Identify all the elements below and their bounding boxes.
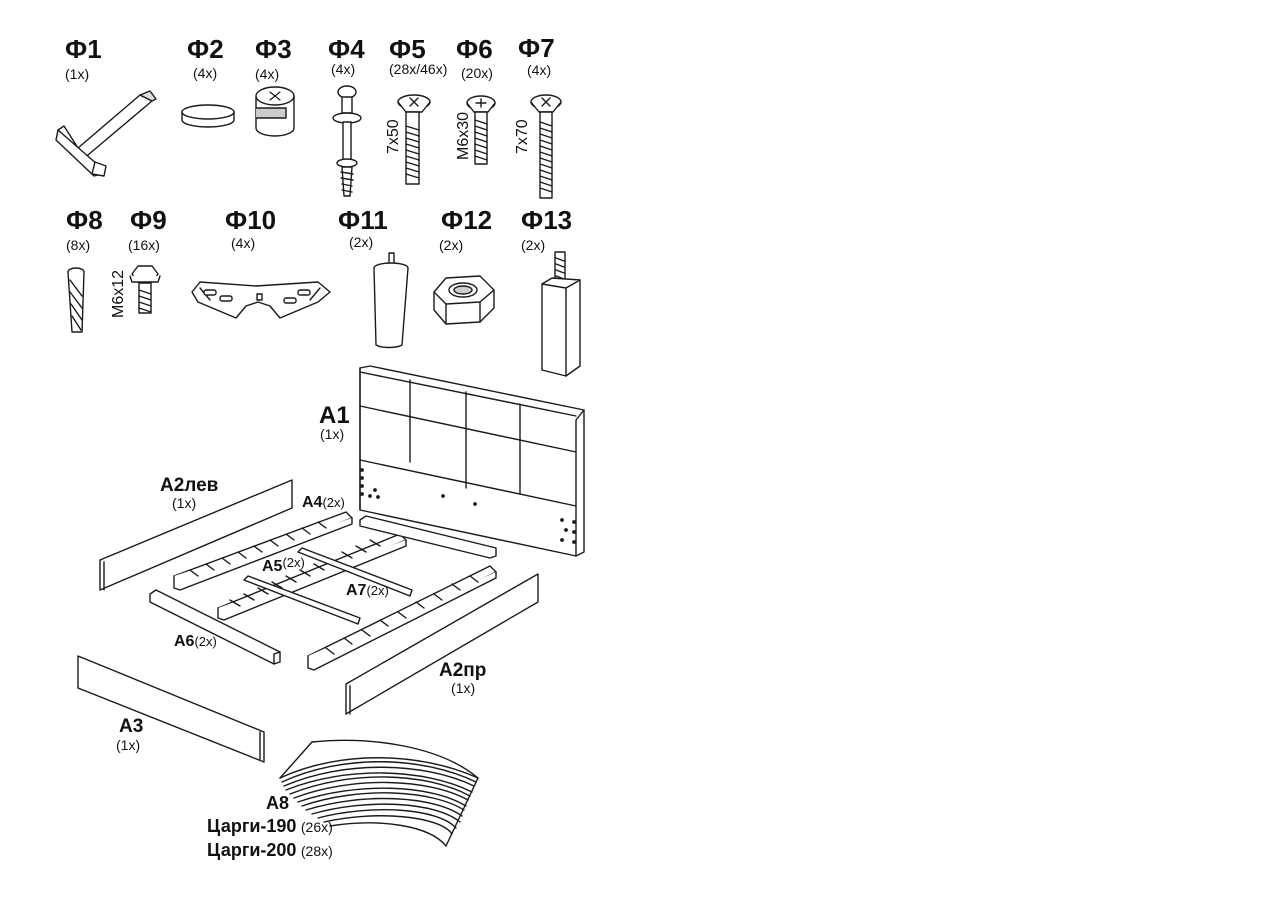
label-a7-qty: (2x) — [366, 583, 389, 598]
label-f5-code: Ф5 — [389, 34, 426, 64]
label-f5-qty: (28x/46x) — [389, 61, 448, 77]
label-f6-code: Ф6 — [456, 34, 493, 64]
label-f3-qty: (4x) — [255, 66, 280, 82]
label-f2-code: Ф2 — [187, 34, 224, 64]
nut-icon — [434, 276, 494, 324]
rail-a4-left — [174, 512, 352, 590]
label-a4-qty: (2x) — [322, 495, 345, 510]
label-a6-code: A6 — [174, 633, 195, 650]
label-a1-qty: (1x) — [320, 426, 345, 442]
rail-a4-right — [308, 566, 496, 670]
side-panel-a2pr — [346, 574, 538, 714]
label-f1-code: Ф1 — [65, 34, 102, 64]
label-a7-code: A7 — [346, 582, 367, 599]
label-f1-qty: (1x) — [65, 66, 90, 82]
label-f11-qty: (2x) — [349, 234, 374, 250]
label-f8-code: Ф8 — [66, 205, 103, 235]
label-f5-dim: 7x50 — [385, 119, 402, 154]
support-leg-icon — [542, 252, 580, 376]
label-f12-code: Ф12 — [441, 205, 493, 235]
label-f2-qty: (4x) — [193, 65, 218, 81]
label-f7-code: Ф7 — [518, 33, 555, 63]
label-a2lev-code: A2лев — [160, 475, 219, 496]
label-f6-qty: (20x) — [461, 65, 493, 81]
dowel-icon — [68, 268, 84, 332]
screw-m6x12-icon — [130, 266, 160, 313]
label-f13-qty: (2x) — [521, 237, 546, 253]
label-f8-qty: (8x) — [66, 237, 91, 253]
label-a8-line1: Царги-190 (26x) — [207, 816, 333, 837]
end-bar-a6 — [150, 516, 496, 664]
label-f6-dim: M6x30 — [455, 111, 472, 160]
label-f4-code: Ф4 — [328, 34, 365, 64]
label-f10-qty: (4x) — [231, 235, 256, 251]
label-a5-code: A5 — [262, 558, 283, 575]
side-panel-a2lev — [100, 480, 292, 590]
cam-lock-icon — [256, 87, 294, 136]
label-a8-qty200: (28x) — [300, 843, 333, 859]
label-a7: A7(2x) — [346, 582, 389, 600]
label-a5: A5(2x) — [262, 555, 305, 576]
label-a6: A6(2x) — [174, 633, 217, 651]
headboard-a1 — [360, 366, 584, 556]
label-f7-qty: (4x) — [527, 62, 552, 78]
label-a6-qty: (2x) — [194, 634, 217, 649]
slats-a8 — [280, 740, 478, 846]
label-f9-qty: (16x) — [128, 237, 160, 253]
label-a8-line2: Царги-200 (28x) — [207, 840, 333, 861]
label-f10-code: Ф10 — [225, 205, 277, 235]
label-f11-code: Ф11 — [338, 205, 388, 235]
bolt-7x70-icon — [531, 95, 561, 198]
hex-key-icon — [56, 91, 156, 176]
label-a1-code: A1 — [319, 402, 350, 429]
label-f4-qty: (4x) — [331, 61, 356, 77]
label-a2pr-code: A2пр — [439, 660, 487, 681]
cam-cap-icon — [182, 105, 234, 127]
center-rail-a5 — [218, 534, 406, 620]
label-a8-slats190: Царги-190 — [207, 816, 297, 836]
label-a5-qty: (2x) — [282, 555, 305, 570]
label-a4-code: A4 — [302, 494, 323, 511]
label-a2pr-qty: (1x) — [451, 680, 476, 696]
label-f13-code: Ф13 — [521, 205, 573, 235]
label-a4: A4(2x) — [302, 494, 345, 512]
bolt-7x50-icon — [398, 95, 430, 184]
label-f9-dim: M6x12 — [110, 269, 127, 318]
label-a3-code: A3 — [119, 716, 144, 737]
label-a8-code: A8 — [266, 793, 290, 813]
label-a3-qty: (1x) — [116, 737, 141, 753]
cross-bar-a7 — [244, 548, 412, 624]
screw-m6x30-icon — [467, 96, 495, 164]
cam-bolt-icon — [333, 86, 361, 196]
foot-panel-a3 — [78, 656, 264, 762]
label-f7-dim: 7x70 — [514, 119, 531, 154]
label-a2lev-qty: (1x) — [172, 495, 197, 511]
label-f12-qty: (2x) — [439, 237, 464, 253]
label-a8-qty190: (26x) — [300, 819, 333, 835]
corner-bracket-icon — [192, 282, 330, 318]
leg-icon — [374, 253, 408, 348]
label-f3-code: Ф3 — [255, 34, 292, 64]
label-a8-slats200: Царги-200 — [207, 840, 297, 860]
label-f9-code: Ф9 — [130, 205, 167, 235]
